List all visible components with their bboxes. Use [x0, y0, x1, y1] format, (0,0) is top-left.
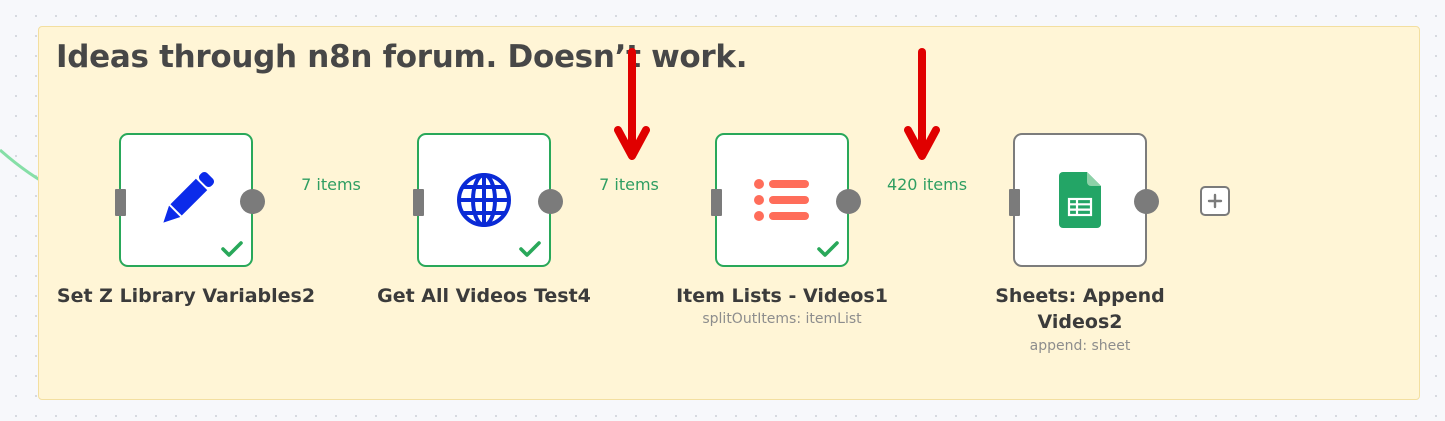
node-label: Set Z Library Variables2 — [56, 285, 316, 307]
node-subtitle: append: sheet — [1029, 338, 1131, 354]
success-check-icon — [519, 241, 541, 257]
globe-icon — [457, 173, 511, 227]
connection-label: 7 items — [298, 174, 364, 196]
node-get-all-videos-test4[interactable] — [413, 133, 563, 267]
output-handle[interactable] — [836, 189, 861, 214]
annotation-arrow-down — [904, 48, 940, 160]
google-sheets-icon — [1059, 172, 1101, 228]
node-label: Item Lists - Videos1 — [676, 285, 888, 307]
pencil-icon — [163, 171, 215, 223]
plus-icon — [1207, 193, 1223, 209]
node-label-line2: Videos2 — [1037, 311, 1123, 333]
sticky-note[interactable]: Ideas through n8n forum. Doesn’t work. — [38, 26, 1420, 400]
node-label: Get All Videos Test4 — [377, 285, 591, 307]
input-handle[interactable] — [711, 189, 722, 216]
input-handle[interactable] — [1009, 189, 1020, 216]
output-handle[interactable] — [1134, 189, 1159, 214]
node-set-z-library-variables2[interactable] — [115, 133, 265, 267]
success-check-icon — [817, 241, 839, 257]
output-handle[interactable] — [240, 189, 265, 214]
node-sheets-append-videos2[interactable] — [1009, 133, 1159, 267]
input-handle[interactable] — [413, 189, 424, 216]
output-handle[interactable] — [538, 189, 563, 214]
annotation-arrow-down — [614, 48, 650, 160]
connection-label: 420 items — [883, 174, 971, 196]
add-node-button[interactable] — [1200, 186, 1230, 216]
connection-label: 7 items — [596, 174, 662, 196]
node-item-lists-videos1[interactable] — [711, 133, 861, 267]
node-label-line1: Sheets: Append — [995, 285, 1165, 307]
list-icon — [754, 179, 809, 221]
success-check-icon — [221, 241, 243, 257]
node-subtitle: splitOutItems: itemList — [702, 311, 862, 327]
input-handle[interactable] — [115, 189, 126, 216]
